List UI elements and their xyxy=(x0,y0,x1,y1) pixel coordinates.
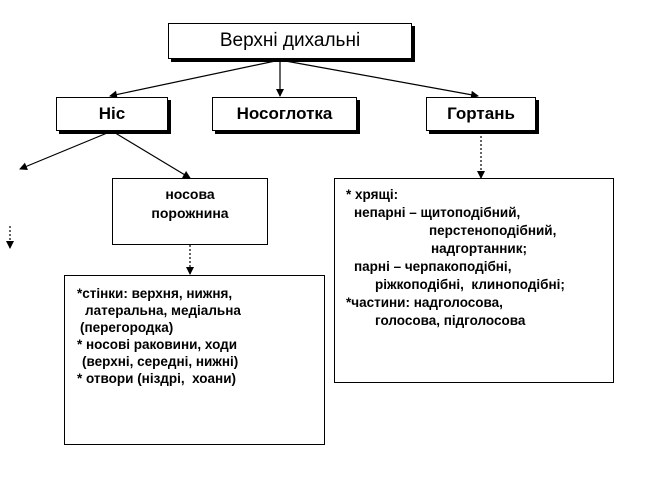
larynx-details-box: * хрящі: непарні – щитоподібний, перстен… xyxy=(334,178,614,383)
nose-detail-line: (верхні, середні, нижні) xyxy=(82,354,239,369)
root-label: Верхні дихальні xyxy=(219,30,361,51)
larynx-detail-line: непарні – щитоподібний, xyxy=(354,205,521,220)
larynx-label: Гортань xyxy=(447,104,515,123)
arrow-nose-to-left xyxy=(19,130,113,171)
nose-label: Ніс xyxy=(98,104,126,123)
nasal-cavity-line1: носова xyxy=(165,186,215,202)
larynx-detail-line: надгортанник; xyxy=(431,241,527,256)
arrow-nose-to-nasal-cavity xyxy=(111,130,191,179)
larynx-box: Гортань xyxy=(426,97,536,131)
arrow-root-to-nose xyxy=(109,59,281,99)
larynx-detail-line: * хрящі: xyxy=(346,187,399,202)
root-box: Верхні дихальні xyxy=(168,23,412,59)
larynx-detail-line: ріжкоподібні, клиноподібні; xyxy=(375,277,565,292)
nose-detail-line: латеральна, медіальна xyxy=(85,303,241,318)
nose-box: Ніс xyxy=(56,97,168,131)
arrow-root-to-larynx xyxy=(279,59,479,99)
larynx-detail-line: перстеноподібний, xyxy=(429,223,557,238)
nose-detail-line: (перегородка) xyxy=(80,320,174,335)
nasal-cavity-line2: порожнина xyxy=(151,205,229,221)
nose-details-box: *стінки: верхня, нижня, латеральна, меді… xyxy=(64,275,325,445)
nasopharynx-label: Носоглотка xyxy=(236,104,333,123)
nose-detail-line: *стінки: верхня, нижня, xyxy=(77,286,233,301)
larynx-detail-line: парні – черпакоподібні, xyxy=(354,259,512,274)
nasopharynx-box: Носоглотка xyxy=(212,97,357,131)
larynx-detail-line: голосова, підголосова xyxy=(375,313,526,328)
nose-detail-line: * отвори (ніздрі, хоани) xyxy=(77,371,236,386)
larynx-detail-line: *частини: надголосова, xyxy=(346,295,503,310)
nose-detail-line: * носові раковини, ходи xyxy=(77,337,238,352)
nasal-cavity-box: носова порожнина xyxy=(112,178,268,245)
